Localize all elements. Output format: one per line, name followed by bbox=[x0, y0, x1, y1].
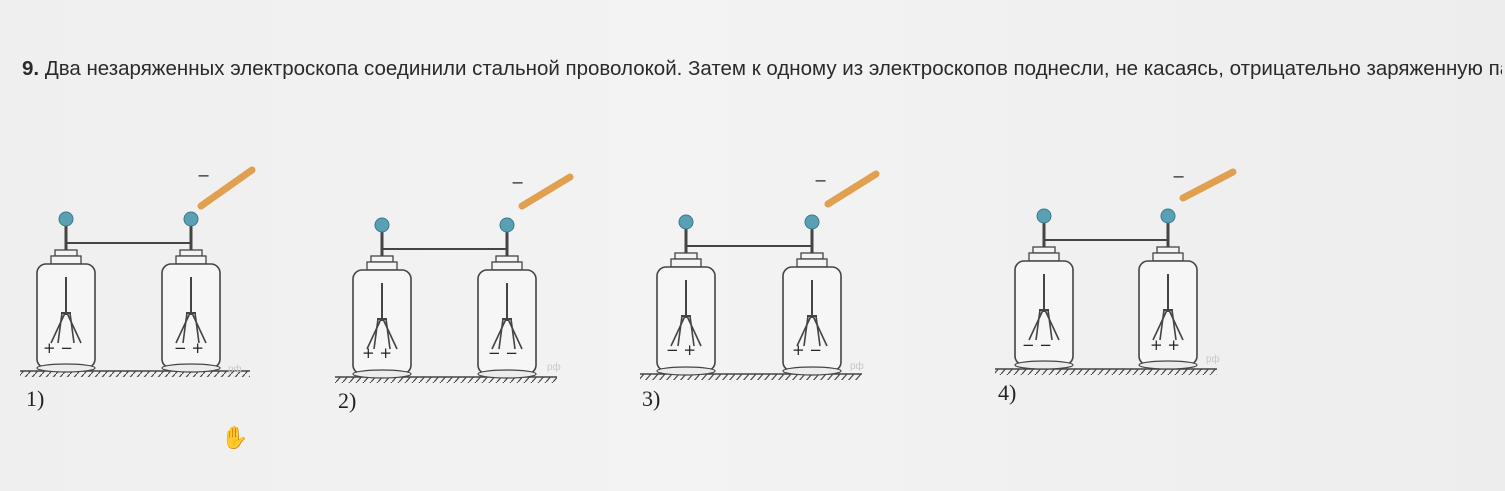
watermark: рф bbox=[1206, 353, 1220, 365]
watermark: рф bbox=[850, 360, 864, 372]
right-charge: − + bbox=[174, 339, 204, 357]
right-charge: + + bbox=[1150, 336, 1180, 354]
figure-1: − + − − + рф 1) bbox=[20, 166, 256, 411]
figure-label: 2) bbox=[338, 388, 356, 413]
question-number: 9. bbox=[22, 57, 40, 80]
figure-label: 4) bbox=[998, 380, 1016, 405]
figure-label: 1) bbox=[26, 386, 44, 411]
right-charge: + − bbox=[792, 341, 822, 359]
figure-2: − + + − − рф 2) bbox=[335, 173, 574, 413]
left-charge: − − bbox=[1022, 336, 1052, 354]
left-charge: + − bbox=[43, 339, 73, 357]
question-body: Два незаряженных электроскопа соединили … bbox=[44, 57, 1502, 80]
figure-3: − − + + − рф 3) bbox=[640, 170, 880, 411]
watermark: рф bbox=[547, 361, 561, 373]
stick-charge: − bbox=[1172, 167, 1185, 186]
right-charge: − − bbox=[488, 344, 518, 362]
stick-charge: − bbox=[814, 171, 827, 190]
question-text: 9. Два незаряженных электроскопа соедини… bbox=[22, 56, 1502, 81]
figure-label: 3) bbox=[642, 386, 660, 411]
watermark: рф bbox=[228, 363, 242, 375]
stick-charge: − bbox=[511, 173, 524, 192]
electroscope-figures: − + − − + рф 1) − + + − − рф 2) − − + + … bbox=[20, 166, 1237, 413]
stick-charge: − bbox=[197, 166, 210, 185]
figure-4: − − − + + рф 4) bbox=[995, 167, 1237, 405]
hand-cursor-icon: ✋ bbox=[221, 426, 249, 451]
left-charge: + + bbox=[362, 344, 392, 362]
left-charge: − + bbox=[666, 341, 696, 359]
